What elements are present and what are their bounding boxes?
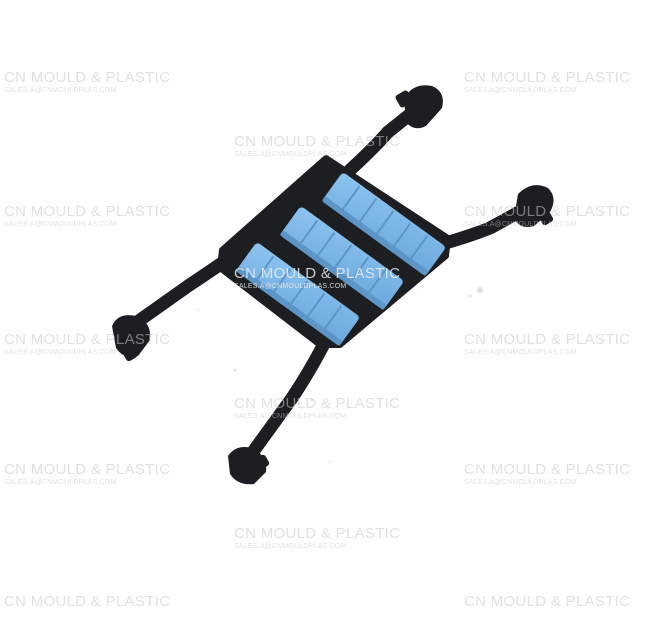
clip-left	[112, 315, 151, 362]
background-specks	[197, 287, 483, 463]
rubber-pad-1	[322, 173, 445, 276]
rubber-pad-3	[236, 243, 359, 346]
rubber-pad-2	[280, 207, 403, 310]
clip-top	[395, 85, 443, 129]
clip-right	[514, 185, 554, 227]
rubber-pads	[236, 173, 445, 346]
clip-bottom	[228, 447, 270, 485]
